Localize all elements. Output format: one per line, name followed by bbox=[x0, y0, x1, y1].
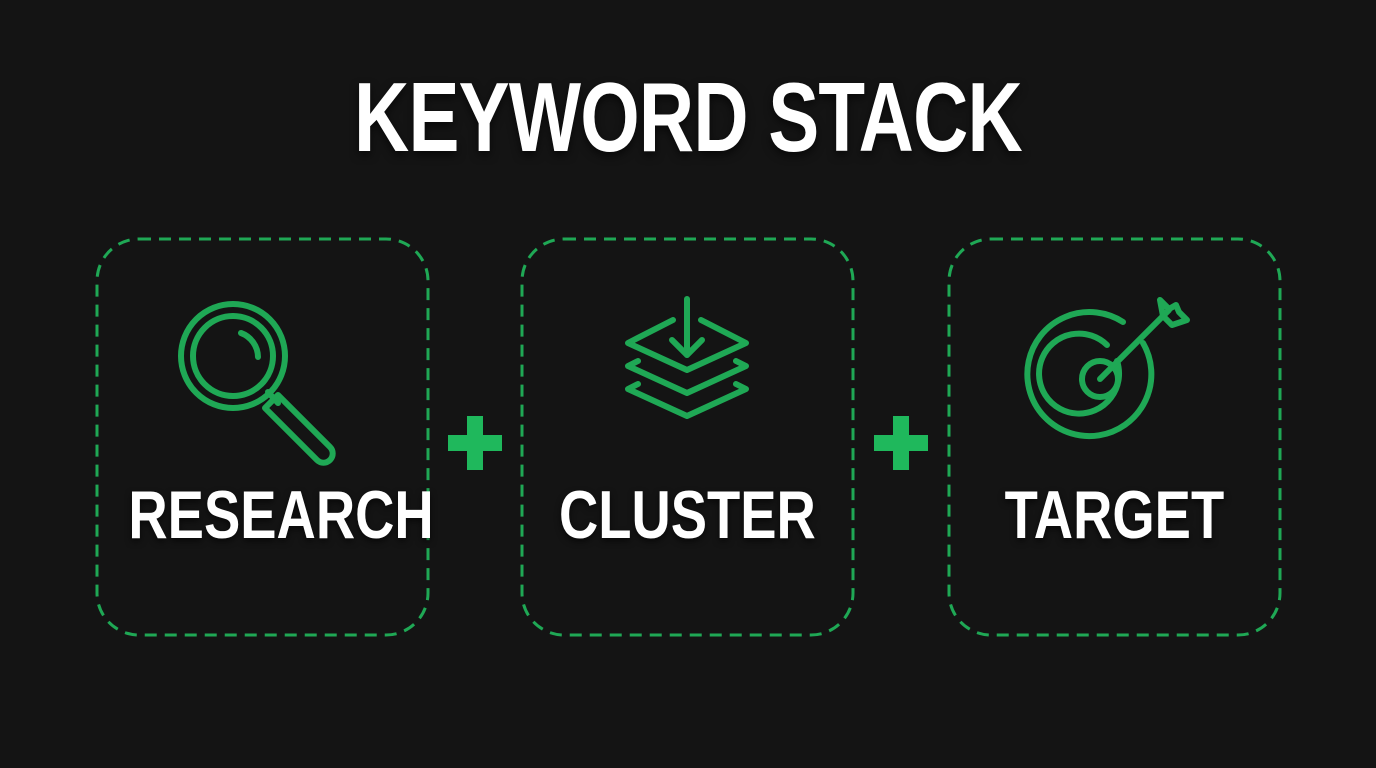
step-label: TARGET bbox=[1004, 477, 1225, 553]
target-with-arrow-icon bbox=[1024, 297, 1190, 440]
step-card-target: TARGET bbox=[947, 237, 1282, 637]
step-card-research: RESEARCH bbox=[95, 237, 434, 637]
step-card-cluster: CLUSTER bbox=[520, 237, 855, 637]
step-label: RESEARCH bbox=[128, 477, 434, 553]
dashed-border bbox=[95, 237, 430, 637]
plus-icon bbox=[448, 416, 502, 470]
plus-icon bbox=[874, 416, 928, 470]
stacked-layers-download-icon bbox=[625, 296, 749, 419]
page-title: KEYWORD STACK bbox=[354, 62, 1023, 172]
magnifying-glass-icon bbox=[178, 301, 336, 466]
step-label: CLUSTER bbox=[558, 477, 816, 553]
dashed-border bbox=[520, 237, 855, 637]
dashed-border bbox=[947, 237, 1282, 637]
